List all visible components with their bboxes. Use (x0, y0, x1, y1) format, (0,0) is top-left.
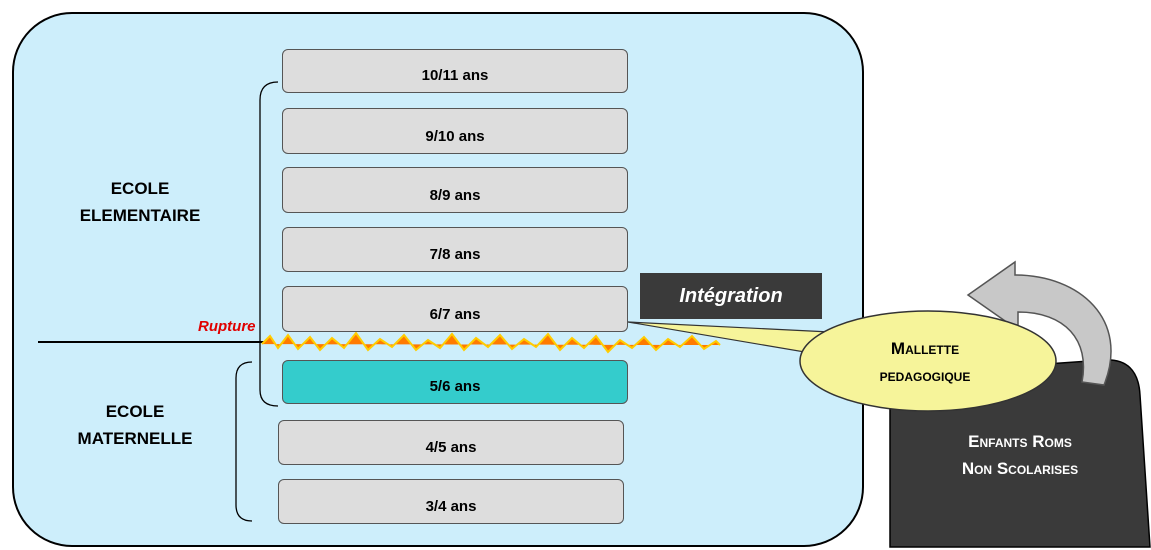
age-box: 8/9 ans (282, 167, 628, 213)
rupture-label: Rupture (198, 318, 256, 335)
age-box: 9/10 ans (282, 108, 628, 154)
maternelle-bracket (235, 361, 253, 522)
rupture-flame (261, 331, 721, 354)
elementaire-bracket (259, 81, 279, 407)
callout-ellipse (799, 310, 1057, 412)
callout-text: Mallette pedagogique (840, 335, 1010, 389)
elementaire-label: ECOLE ELEMENTAIRE (60, 175, 220, 229)
callout-line2: pedagogique (879, 366, 971, 385)
maternelle-label: ECOLE MATERNELLE (60, 398, 210, 452)
age-box: 6/7 ans (282, 286, 628, 332)
age-box: 10/11 ans (282, 49, 628, 93)
dark-box-line2: Non Scolarises (961, 459, 1079, 478)
maternelle-label-line2: MATERNELLE (77, 429, 193, 448)
age-box: 4/5 ans (278, 420, 624, 465)
integration-label: Intégration (679, 284, 783, 307)
dark-box-line1: Enfants Roms (968, 432, 1072, 451)
age-box-highlighted: 5/6 ans (282, 360, 628, 404)
callout-line1: Mallette (890, 339, 960, 358)
curved-arrow-icon (966, 260, 1112, 386)
dark-box-text: Enfants Roms Non Scolarises (905, 428, 1135, 482)
integration-box: Intégration (640, 273, 822, 319)
age-box: 3/4 ans (278, 479, 624, 524)
maternelle-label-line1: ECOLE (105, 402, 165, 421)
elementaire-label-line2: ELEMENTAIRE (79, 206, 201, 225)
elementaire-label-line1: ECOLE (110, 179, 170, 198)
age-box: 7/8 ans (282, 227, 628, 272)
